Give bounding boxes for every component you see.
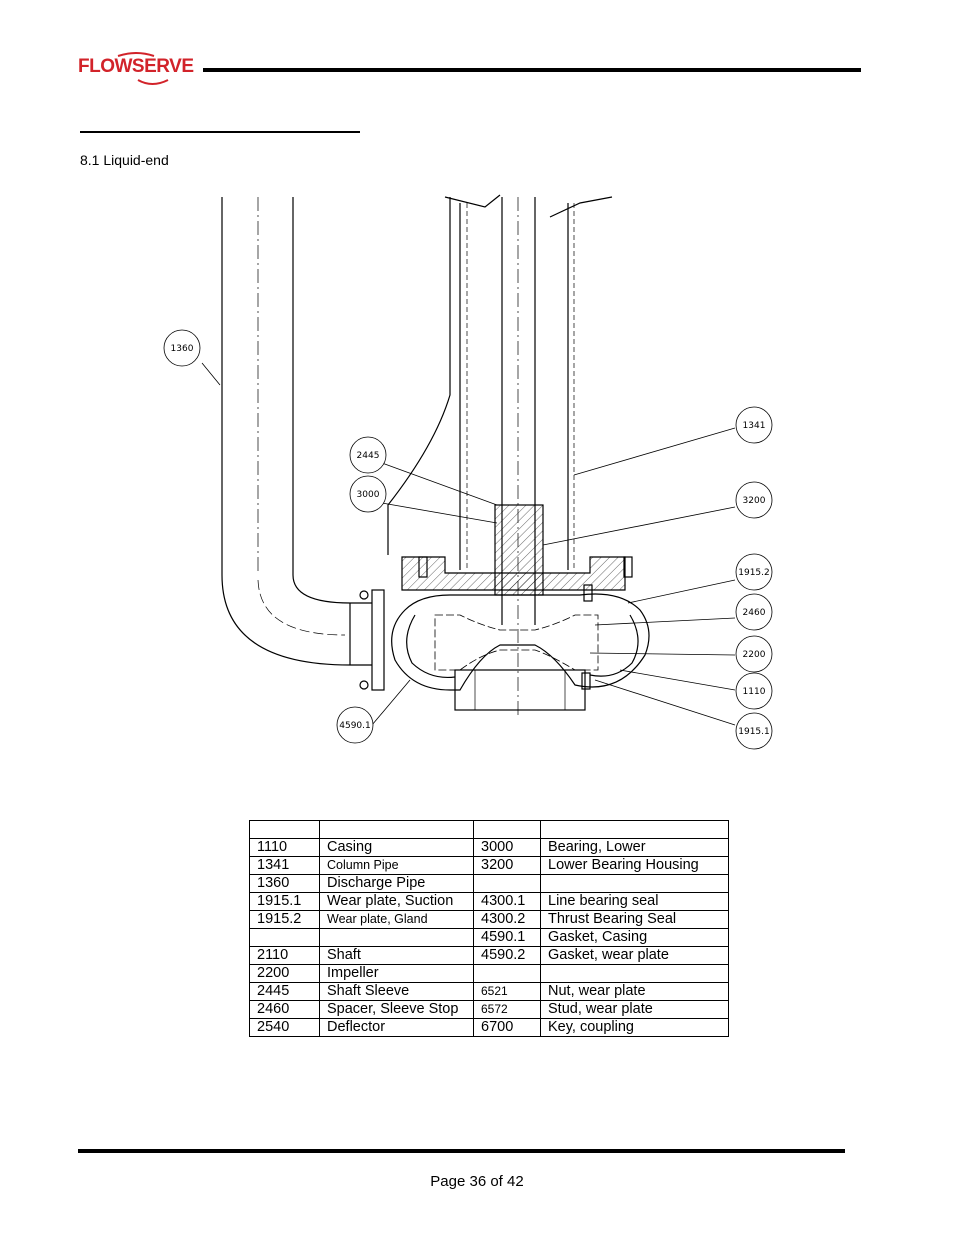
table-cell: 6572 xyxy=(473,1000,541,1019)
callout-label: 4590.1 xyxy=(339,721,371,731)
table-row: 1915.2 Wear plate, Gland 4300.2 Thrust B… xyxy=(249,910,729,929)
table-cell: 1915.1 xyxy=(249,892,320,911)
table-cell xyxy=(319,820,474,839)
table-row: 2200 Impeller xyxy=(249,964,729,983)
table-row: 1915.1 Wear plate, Suction 4300.1 Line b… xyxy=(249,892,729,911)
table-row: 2460 Spacer, Sleeve Stop 6572 Stud, wear… xyxy=(249,1000,729,1019)
table-cell: Nut, wear plate xyxy=(540,982,729,1001)
table-row: 4590.1 Gasket, Casing xyxy=(249,928,729,947)
callout-label: 2200 xyxy=(743,650,766,660)
section-rule xyxy=(80,131,360,133)
table-cell: 3200 xyxy=(473,856,541,875)
table-row xyxy=(249,820,729,839)
table-row: 1341 Column Pipe 3200 Lower Bearing Hous… xyxy=(249,856,729,875)
callout-label: 1110 xyxy=(743,687,766,697)
table-row: 2110 Shaft 4590.2 Gasket, wear plate xyxy=(249,946,729,965)
table-cell: Gasket, wear plate xyxy=(540,946,729,965)
table-cell: 2445 xyxy=(249,982,320,1001)
page-number: Page 36 of 42 xyxy=(430,1173,524,1190)
table-cell: Thrust Bearing Seal xyxy=(540,910,729,929)
table-cell: Spacer, Sleeve Stop xyxy=(319,1000,474,1019)
table-cell: Stud, wear plate xyxy=(540,1000,729,1019)
table-cell: 2540 xyxy=(249,1018,320,1037)
table-cell: 6521 xyxy=(473,982,541,1001)
table-cell: Casing xyxy=(319,838,474,857)
table-cell: Key, coupling xyxy=(540,1018,729,1037)
logo-swoosh-icon xyxy=(117,52,169,85)
table-cell: 6700 xyxy=(473,1018,541,1037)
callout-label: 1360 xyxy=(171,344,194,354)
flowserve-logo: FLOWSERVE xyxy=(78,52,198,90)
table-cell: Wear plate, Suction xyxy=(319,892,474,911)
table-cell xyxy=(540,964,729,983)
callout-label: 2460 xyxy=(743,608,766,618)
table-row: 1110 Casing 3000 Bearing, Lower xyxy=(249,838,729,857)
table-cell: 1915.2 xyxy=(249,910,320,929)
callout-label: 2445 xyxy=(357,451,380,461)
callout-label: 1915.1 xyxy=(738,727,770,737)
table-cell: Bearing, Lower xyxy=(540,838,729,857)
table-cell xyxy=(473,874,541,893)
table-cell: Gasket, Casing xyxy=(540,928,729,947)
table-cell: 1110 xyxy=(249,838,320,857)
table-cell xyxy=(473,820,541,839)
table-cell: 2200 xyxy=(249,964,320,983)
table-cell: 2110 xyxy=(249,946,320,965)
callout-label: 3000 xyxy=(357,490,380,500)
table-cell: Line bearing seal xyxy=(540,892,729,911)
table-cell: Column Pipe xyxy=(319,856,474,875)
table-cell: 4590.2 xyxy=(473,946,541,965)
table-cell: Wear plate, Gland xyxy=(319,910,474,929)
logo-text: FLOWSERVE xyxy=(78,56,194,77)
table-cell: 4300.1 xyxy=(473,892,541,911)
table-cell xyxy=(540,820,729,839)
section-label: 8.1 Liquid-end xyxy=(80,152,169,168)
table-cell xyxy=(249,820,320,839)
table-cell: 1341 xyxy=(249,856,320,875)
table-row: 1360 Discharge Pipe xyxy=(249,874,729,893)
table-cell: 1360 xyxy=(249,874,320,893)
header-rule xyxy=(203,68,861,72)
footer-rule xyxy=(78,1149,845,1153)
table-cell: Shaft xyxy=(319,946,474,965)
callout-label: 1341 xyxy=(743,421,766,431)
callout-label: 1915.2 xyxy=(738,568,770,578)
liquid-end-drawing: 1360 1341 2445 3000 3200 1915.2 2460 220… xyxy=(163,194,773,750)
table-cell: 4300.2 xyxy=(473,910,541,929)
table-cell: 3000 xyxy=(473,838,541,857)
table-cell: Discharge Pipe xyxy=(319,874,474,893)
parts-table: 1110 Casing 3000 Bearing, Lower 1341 Col… xyxy=(249,820,729,1037)
table-cell: Deflector xyxy=(319,1018,474,1037)
table-cell xyxy=(473,964,541,983)
table-cell xyxy=(249,928,320,947)
table-cell: 2460 xyxy=(249,1000,320,1019)
table-cell xyxy=(319,928,474,947)
table-cell: Impeller xyxy=(319,964,474,983)
table-cell xyxy=(540,874,729,893)
table-cell: Shaft Sleeve xyxy=(319,982,474,1001)
table-row: 2540 Deflector 6700 Key, coupling xyxy=(249,1018,729,1037)
callout-label: 3200 xyxy=(743,496,766,506)
table-cell: Lower Bearing Housing xyxy=(540,856,729,875)
table-cell: 4590.1 xyxy=(473,928,541,947)
table-row: 2445 Shaft Sleeve 6521 Nut, wear plate xyxy=(249,982,729,1001)
